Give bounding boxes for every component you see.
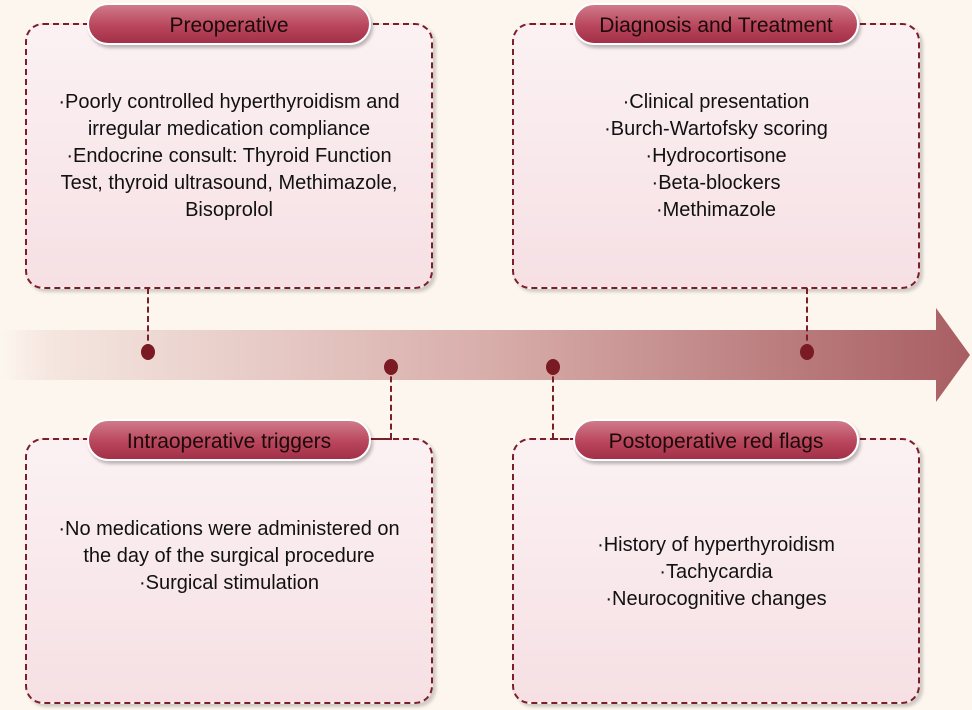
stage-line: ·Tachycardia	[659, 561, 773, 583]
stage-title-postoperative: Postoperative red flags	[573, 419, 859, 461]
stage-line: ·History of hyperthyroidism	[597, 534, 835, 556]
connector-intraoperative-h	[370, 438, 392, 440]
stage-card-diagnosis-treatment: ·Clinical presentation ·Burch-Wartofsky …	[512, 23, 920, 289]
stage-line: Bisoprolol	[185, 199, 273, 221]
stage-line: ·Surgical stimulation	[138, 572, 320, 594]
arrow-right-icon	[0, 308, 970, 402]
connector-postoperative	[552, 367, 554, 439]
stage-line: ·Hydrocortisone	[645, 145, 787, 167]
timeline-dot-postoperative	[546, 359, 560, 375]
connector-diagnosis	[806, 288, 808, 350]
timeline-dot-preoperative	[141, 344, 155, 360]
stage-line: ·Beta-blockers	[651, 172, 781, 194]
stage-line: irregular medication compliance	[87, 118, 371, 140]
stage-card-postoperative: ·History of hyperthyroidism ·Tachycardia…	[512, 438, 920, 704]
stage-title-preoperative: Preoperative	[87, 3, 371, 45]
stage-body-postoperative: ·History of hyperthyroidism ·Tachycardia…	[514, 532, 918, 613]
stage-line: ·Methimazole	[655, 199, 777, 221]
stage-line: ·Burch-Wartofsky scoring	[604, 118, 828, 140]
stage-body-diagnosis-treatment: ·Clinical presentation ·Burch-Wartofsky …	[514, 89, 918, 224]
stage-card-preoperative: ·Poorly controlled hyperthyroidism and i…	[25, 23, 433, 289]
stage-title-diagnosis-treatment: Diagnosis and Treatment	[573, 3, 859, 45]
connector-preoperative	[147, 288, 149, 350]
stage-line: ·No medications were administered on	[58, 518, 400, 540]
stage-body-intraoperative: ·No medications were administered on the…	[27, 516, 431, 597]
stage-card-intraoperative: ·No medications were administered on the…	[25, 438, 433, 704]
connector-intraoperative	[390, 367, 392, 439]
stage-line: ·Endocrine consult: Thyroid Function	[66, 145, 392, 167]
stage-line: the day of the surgical procedure	[83, 545, 375, 567]
stage-line: ·Clinical presentation	[622, 91, 810, 113]
stage-body-preoperative: ·Poorly controlled hyperthyroidism and i…	[27, 89, 431, 224]
stage-line: Test, thyroid ultrasound, Methimazole,	[60, 172, 398, 194]
stage-line: ·Poorly controlled hyperthyroidism and	[58, 91, 400, 113]
timeline-dot-intraoperative	[384, 359, 398, 375]
connector-postoperative-h	[552, 438, 580, 440]
stage-line: ·Neurocognitive changes	[605, 588, 827, 610]
timeline-dot-diagnosis	[800, 344, 814, 360]
stage-title-intraoperative: Intraoperative triggers	[87, 419, 371, 461]
